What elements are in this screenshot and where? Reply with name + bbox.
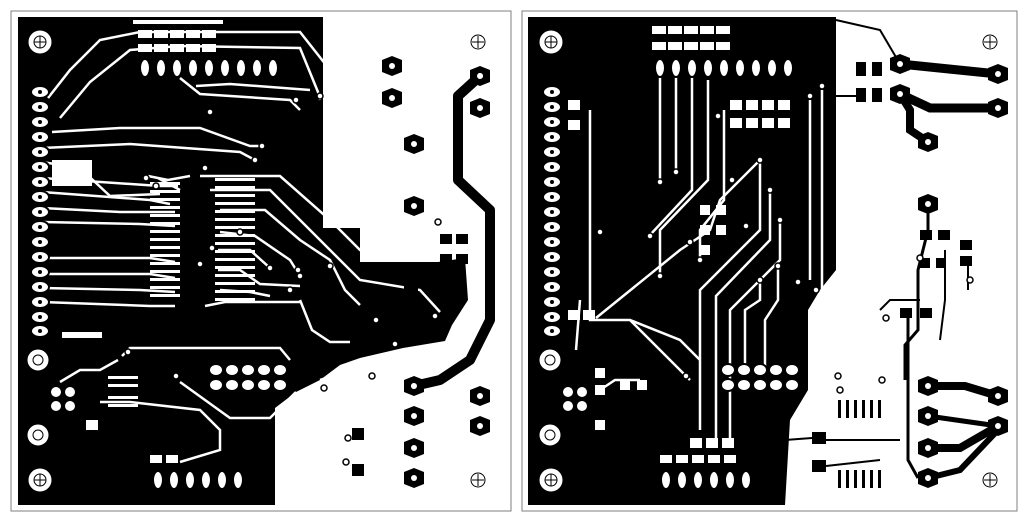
top-connector-right (652, 26, 794, 78)
top-connector-left (138, 30, 279, 78)
left-board (10, 10, 512, 512)
header-pads-right (542, 85, 562, 338)
header-pads-left (30, 85, 50, 338)
right-side-components-left (352, 56, 495, 488)
vias (124, 92, 442, 466)
signal-traces (574, 70, 824, 440)
mounting-holes (536, 27, 998, 495)
smd-pads (568, 100, 790, 463)
right-board (521, 10, 1018, 512)
bottom-connector-left (49, 363, 288, 490)
ic-footprint-pads (108, 178, 255, 407)
pad-clearances (52, 20, 223, 338)
vias (596, 82, 826, 380)
smd-components (92, 225, 132, 239)
connector-pads-right (561, 363, 800, 490)
mounting-holes (24, 27, 486, 495)
right-side-components-right (784, 19, 1008, 488)
